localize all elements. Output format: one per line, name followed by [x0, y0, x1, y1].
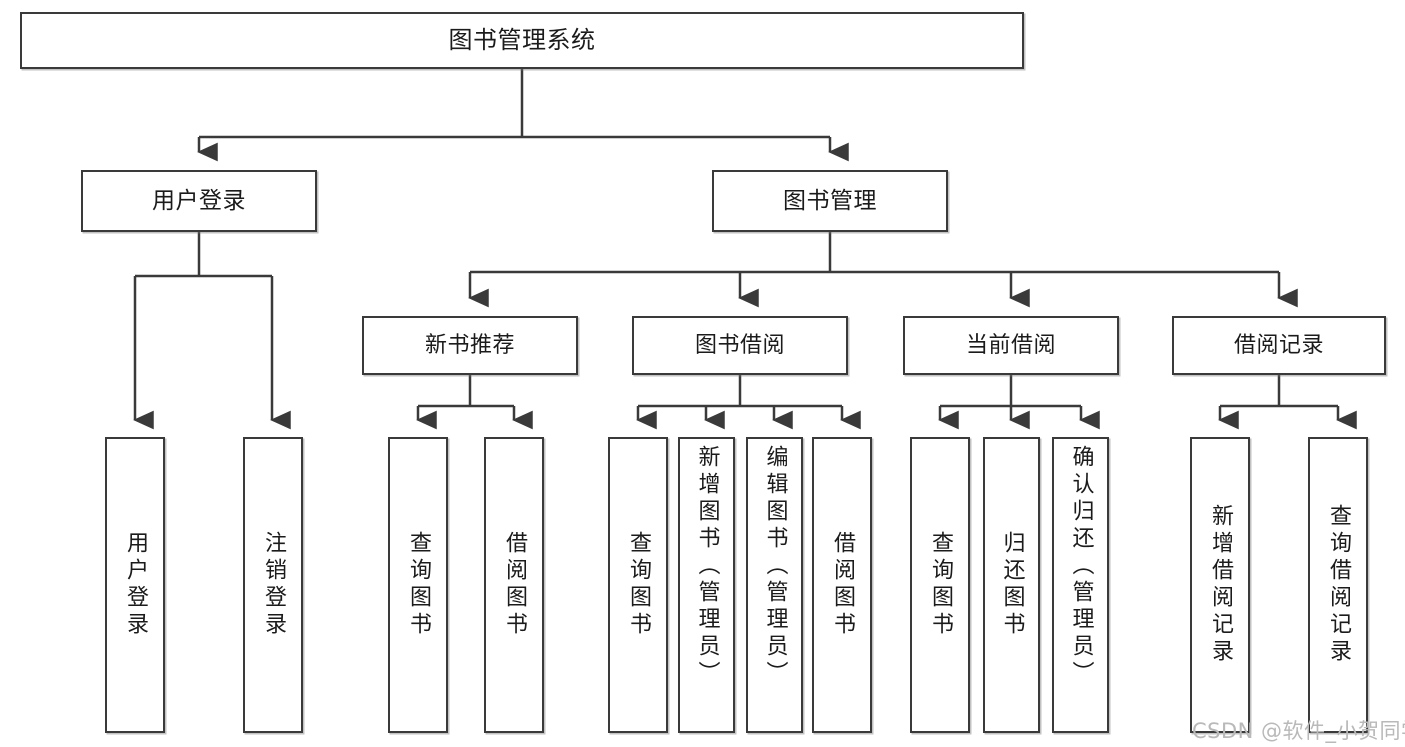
node-leaf-query-book-current-label: 查询图书: [928, 531, 953, 639]
node-leaf-query-borrow-record[interactable]: 查询借阅记录: [1308, 437, 1368, 733]
node-leaf-query-book-borrow-label: 查询图书: [626, 531, 651, 639]
node-book-borrow-label: 图书借阅: [694, 332, 785, 358]
watermark: CSDN @软件_小贺同学: [1192, 719, 1405, 743]
node-borrow-record[interactable]: 借阅记录: [1172, 316, 1386, 375]
node-leaf-borrow-book[interactable]: 借阅图书: [812, 437, 872, 733]
node-leaf-query-borrow-record-label: 查询借阅记录: [1326, 504, 1351, 666]
node-new-book-recommend-label: 新书推荐: [424, 332, 515, 358]
node-leaf-add-book-admin-label: 新增图书（管理员）: [694, 445, 720, 688]
node-leaf-edit-book-admin-label: 编辑图书（管理员）: [762, 445, 788, 688]
node-current-borrow-label: 当前借阅: [965, 332, 1056, 358]
node-new-book-recommend[interactable]: 新书推荐: [362, 316, 578, 375]
node-leaf-query-book-recommend[interactable]: 查询图书: [388, 437, 448, 733]
node-leaf-return-book[interactable]: 归还图书: [983, 437, 1040, 733]
node-leaf-add-book-admin[interactable]: 新增图书（管理员）: [678, 437, 735, 733]
node-leaf-borrow-book-recommend-label: 借阅图书: [502, 531, 527, 639]
node-leaf-query-book-recommend-label: 查询图书: [406, 531, 431, 639]
node-user-login-label: 用户登录: [152, 187, 246, 214]
node-leaf-user-login[interactable]: 用户登录: [105, 437, 165, 733]
node-leaf-logout[interactable]: 注销登录: [243, 437, 303, 733]
node-leaf-confirm-return-admin[interactable]: 确认归还（管理员）: [1052, 437, 1109, 733]
node-leaf-confirm-return-admin-label: 确认归还（管理员）: [1068, 445, 1094, 688]
node-book-manage[interactable]: 图书管理: [712, 170, 948, 232]
node-leaf-borrow-book-recommend[interactable]: 借阅图书: [484, 437, 544, 733]
node-user-login[interactable]: 用户登录: [81, 170, 317, 232]
node-leaf-add-borrow-record[interactable]: 新增借阅记录: [1190, 437, 1250, 733]
node-borrow-record-label: 借阅记录: [1233, 332, 1324, 358]
node-leaf-edit-book-admin[interactable]: 编辑图书（管理员）: [746, 437, 803, 733]
node-leaf-query-book-borrow[interactable]: 查询图书: [608, 437, 668, 733]
node-book-manage-label: 图书管理: [783, 187, 877, 214]
node-leaf-user-login-label: 用户登录: [123, 531, 148, 639]
node-book-borrow[interactable]: 图书借阅: [632, 316, 848, 375]
node-leaf-add-borrow-record-label: 新增借阅记录: [1208, 504, 1233, 666]
node-leaf-borrow-book-label: 借阅图书: [830, 531, 855, 639]
node-root-label: 图书管理系统: [448, 25, 596, 54]
node-leaf-logout-label: 注销登录: [261, 531, 286, 639]
node-current-borrow[interactable]: 当前借阅: [903, 316, 1119, 375]
node-root[interactable]: 图书管理系统: [20, 12, 1024, 69]
node-leaf-return-book-label: 归还图书: [999, 531, 1025, 639]
node-leaf-query-book-current[interactable]: 查询图书: [910, 437, 970, 733]
